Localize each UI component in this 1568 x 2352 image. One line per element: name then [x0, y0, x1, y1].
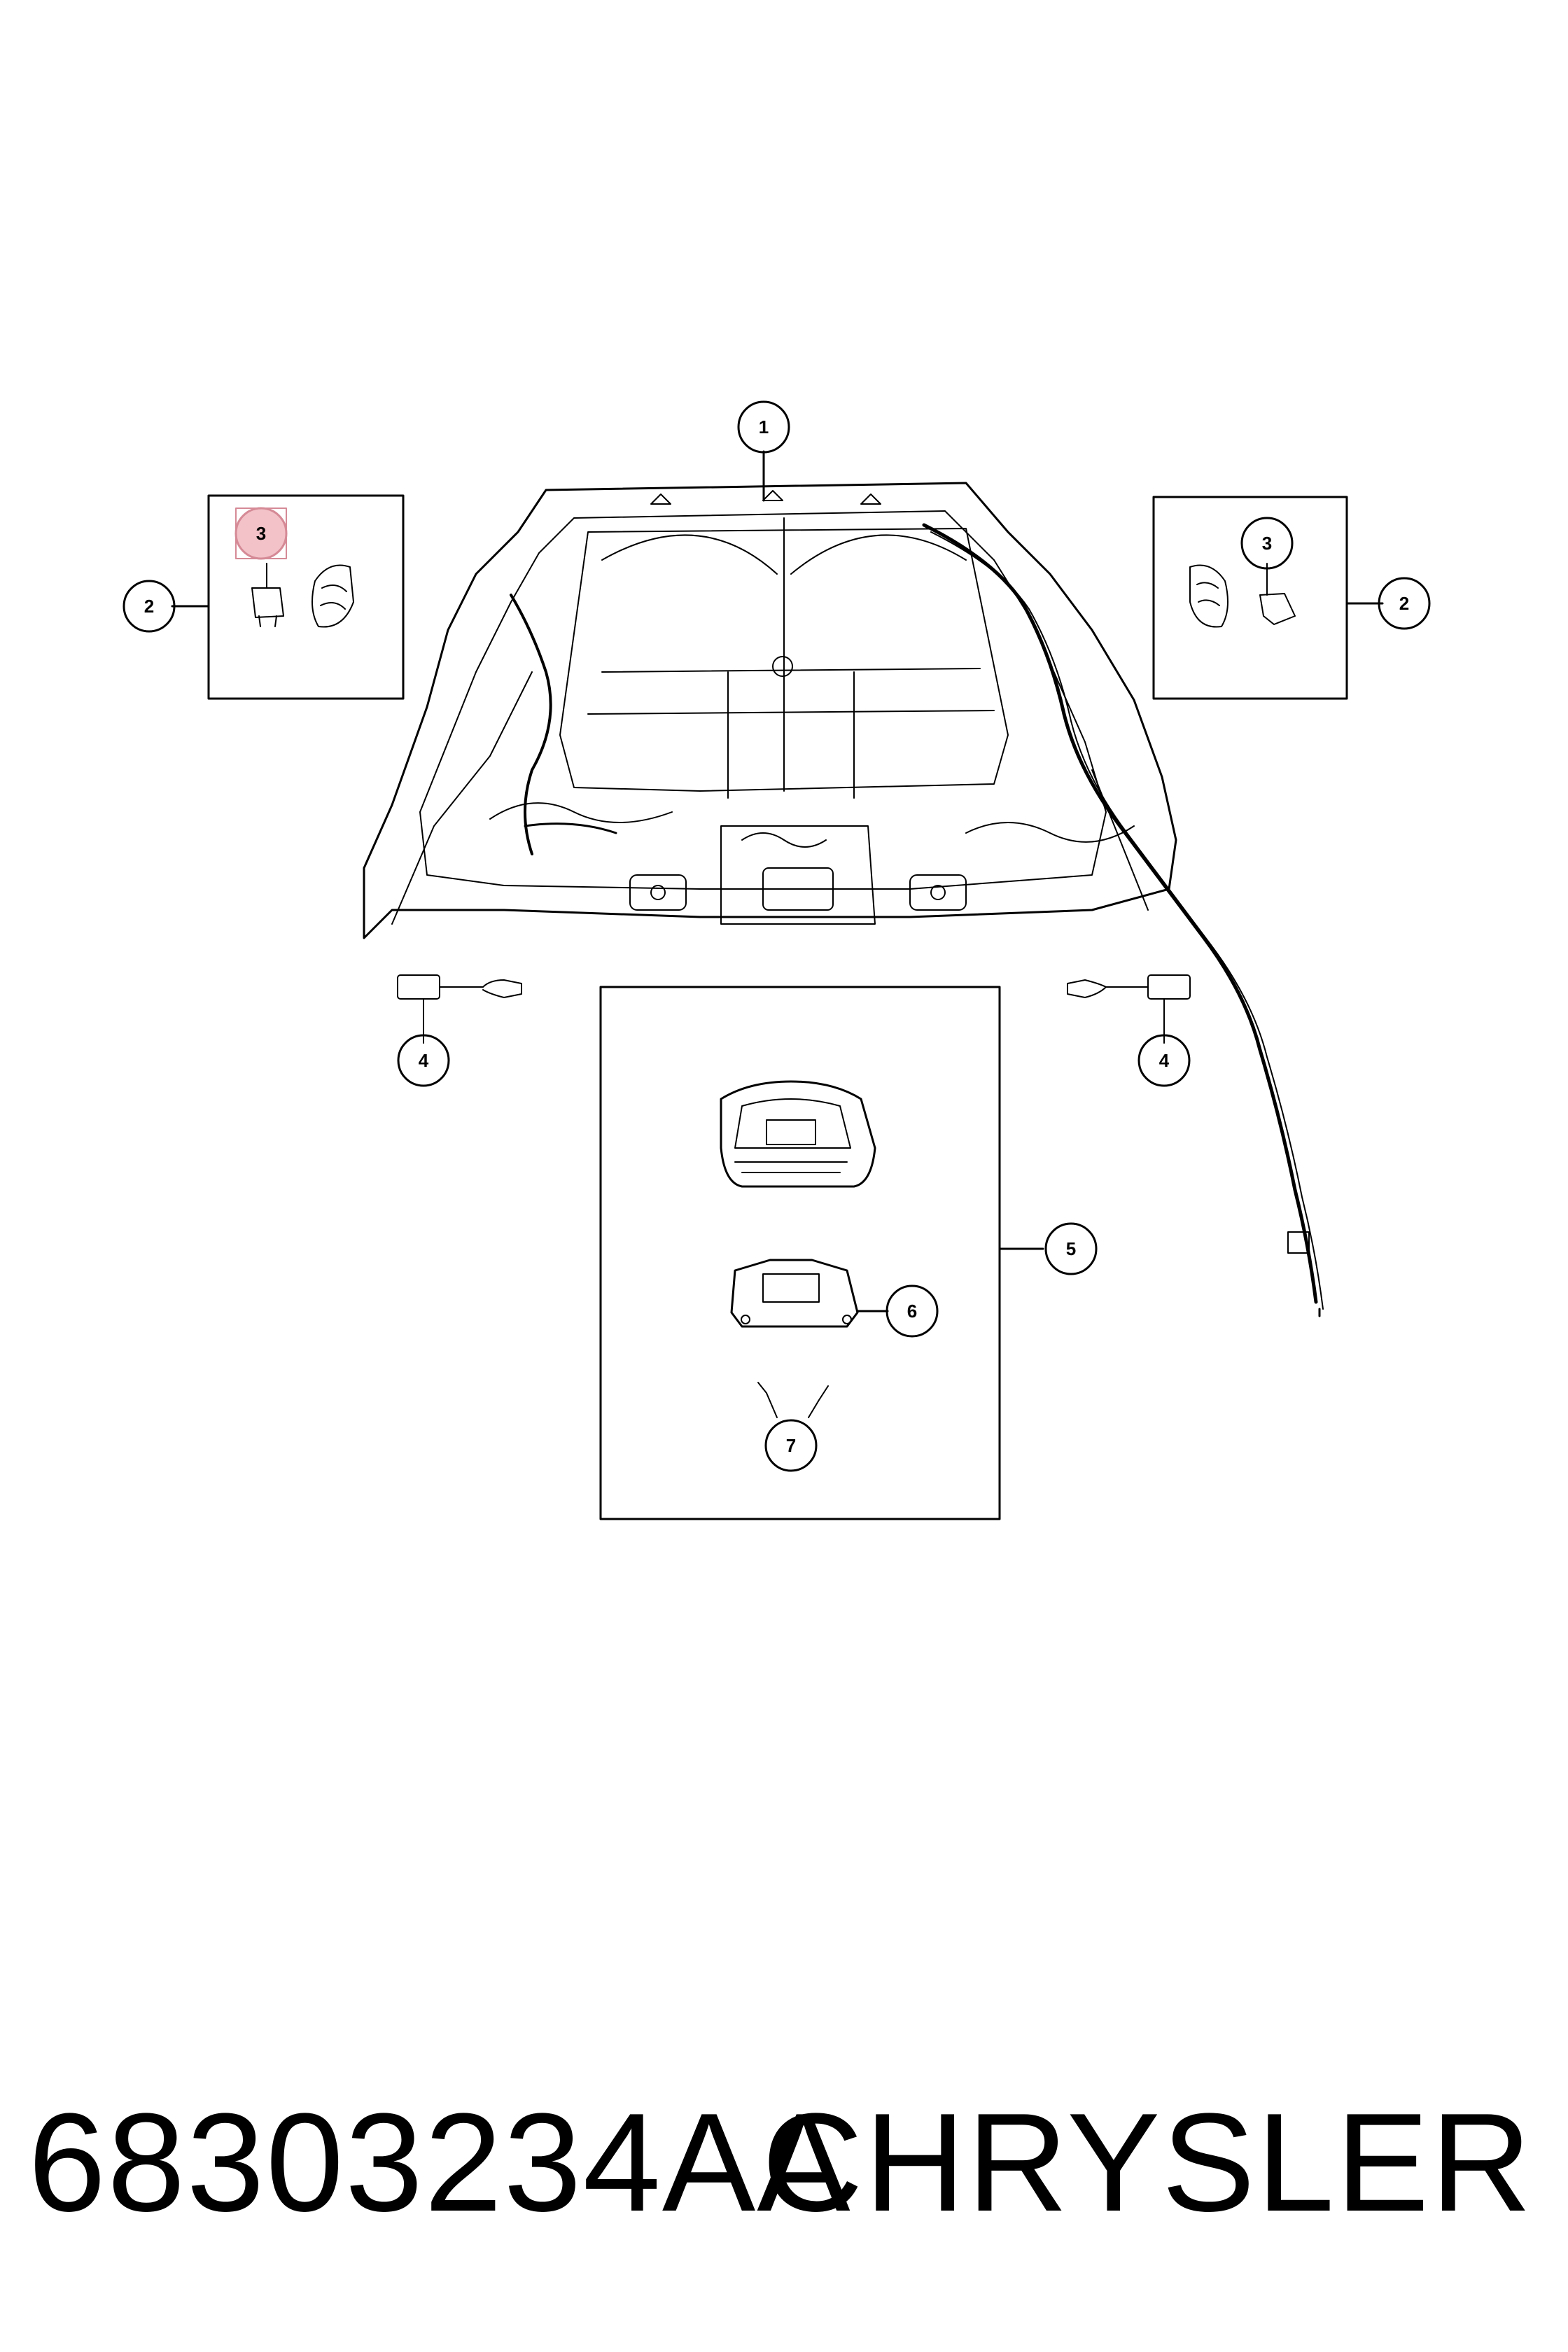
callout-5-label: 5 [1066, 1238, 1076, 1259]
callout-1-label: 1 [759, 416, 769, 438]
left-handle-part [312, 564, 354, 628]
callout-4-left-label: 4 [419, 1050, 429, 1071]
callout-4-right-label: 4 [1159, 1050, 1170, 1071]
console-screws [757, 1382, 829, 1418]
headliner-panel [363, 482, 1177, 939]
brand-name: CHRYSLER [762, 2085, 1533, 2241]
callout-2-right[interactable] [1378, 577, 1431, 630]
right-bracket-box [1152, 496, 1348, 700]
callout-3-right-label: 3 [1262, 533, 1272, 554]
right-clip-part [1259, 563, 1296, 625]
right-sensor-part [1067, 974, 1191, 1044]
callout-3-right[interactable] [1240, 517, 1294, 570]
left-bracket-box [207, 494, 405, 700]
callout-2-left[interactable] [122, 580, 176, 633]
left-sensor-part [397, 974, 522, 1044]
overhead-console [720, 1080, 876, 1188]
callout-4-left[interactable] [397, 1034, 450, 1087]
wiring-harness [510, 523, 1324, 1317]
left-clip-part [251, 563, 284, 627]
callout-4-right[interactable] [1138, 1034, 1191, 1087]
callout-7-label: 7 [786, 1435, 796, 1456]
console-bracket [730, 1259, 859, 1328]
footer: 68303234AA CHRYSLER [0, 2072, 1568, 2254]
console-box [599, 986, 1001, 1520]
right-handle-part [1189, 564, 1228, 628]
callout-2-right-label: 2 [1399, 593, 1409, 614]
callout-6[interactable] [886, 1284, 939, 1338]
callout-3-highlight [235, 507, 287, 559]
callout-6-label: 6 [907, 1301, 917, 1322]
callout-5[interactable] [1044, 1222, 1098, 1275]
callout-3-left-label: 3 [256, 523, 266, 544]
callout-2-left-label: 2 [144, 596, 154, 617]
callout-1[interactable] [737, 400, 790, 454]
callout-7[interactable] [764, 1419, 818, 1472]
part-number: 68303234AA [28, 2085, 852, 2241]
